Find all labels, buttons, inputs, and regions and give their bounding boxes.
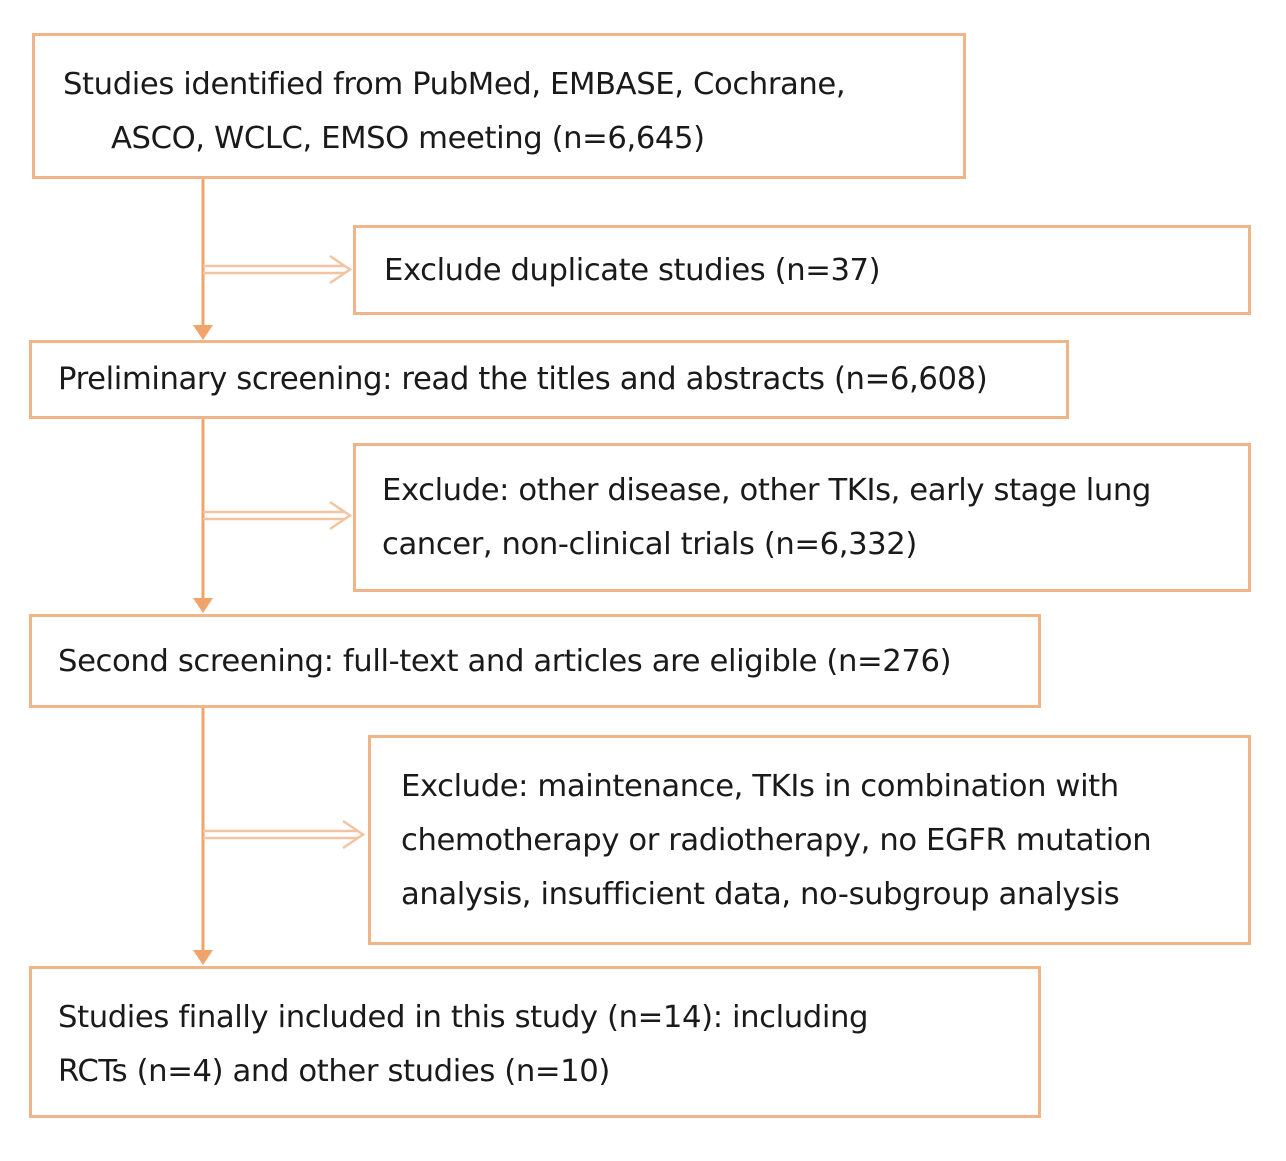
box-exclude-other: Exclude: other disease, other TKIs, earl… bbox=[353, 443, 1251, 592]
box-exclude-other-line-1: Exclude: other disease, other TKIs, earl… bbox=[382, 473, 1151, 508]
box-exclude-maintenance-line-2: chemotherapy or radiotherapy, no EGFR mu… bbox=[401, 823, 1152, 858]
box-finally-included-line-1: Studies finally included in this study (… bbox=[58, 1000, 869, 1035]
box-exclude-maintenance-line-3: analysis, insufficient data, no-subgroup… bbox=[401, 877, 1120, 912]
box-second-screening: Second screening: full-text and articles… bbox=[29, 614, 1041, 708]
main-arrow-2-head bbox=[193, 598, 213, 613]
side-arrow-3 bbox=[203, 819, 366, 850]
main-arrow-3-head bbox=[193, 950, 213, 965]
box-studies-identified-line-1: Studies identified from PubMed, EMBASE, … bbox=[63, 67, 846, 102]
box-exclude-maintenance: Exclude: maintenance, TKIs in combinatio… bbox=[368, 735, 1251, 945]
box-finally-included: Studies finally included in this study (… bbox=[29, 966, 1041, 1118]
box-finally-included-line-2: RCTs (n=4) and other studies (n=10) bbox=[58, 1054, 610, 1089]
box-exclude-other-line-2: cancer, non-clinical trials (n=6,332) bbox=[382, 527, 917, 562]
main-arrow-1-head bbox=[193, 325, 213, 340]
box-studies-identified-line-2: ASCO, WCLC, EMSO meeting (n=6,645) bbox=[111, 121, 705, 156]
box-exclude-duplicates-line-1: Exclude duplicate studies (n=37) bbox=[384, 253, 881, 288]
box-exclude-duplicates: Exclude duplicate studies (n=37) bbox=[353, 225, 1251, 315]
box-preliminary-screening-line-1: Preliminary screening: read the titles a… bbox=[58, 362, 988, 397]
side-arrow-1 bbox=[203, 254, 353, 285]
box-second-screening-line-1: Second screening: full-text and articles… bbox=[58, 644, 952, 679]
box-preliminary-screening: Preliminary screening: read the titles a… bbox=[29, 340, 1069, 419]
box-exclude-maintenance-line-1: Exclude: maintenance, TKIs in combinatio… bbox=[401, 769, 1119, 804]
box-studies-identified: Studies identified from PubMed, EMBASE, … bbox=[32, 33, 966, 179]
side-arrow-2 bbox=[203, 500, 353, 531]
